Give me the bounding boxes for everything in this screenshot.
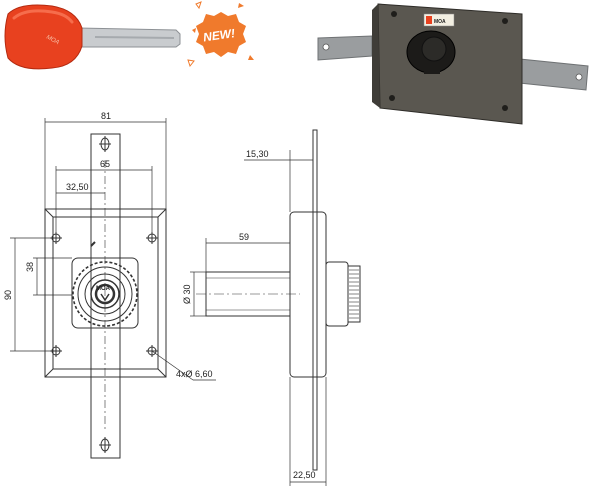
dim-label-32-50: 32,50: [66, 182, 89, 192]
holes-leader: [151, 350, 194, 381]
dim-label-81: 81: [101, 111, 111, 121]
new-badge: NEW!: [187, 1, 254, 68]
key-photo: MOA: [4, 4, 181, 70]
mounting-hole: [146, 232, 158, 244]
front-plate: [44, 208, 167, 378]
dim-label-59: 59: [239, 232, 249, 242]
lock-screw: [391, 11, 397, 17]
technical-drawing: [10, 118, 361, 486]
lock-screw: [502, 18, 508, 24]
key-head: [4, 4, 83, 70]
key-logo: MOA: [45, 34, 60, 46]
side-knob: [325, 261, 349, 327]
lock-screw: [502, 105, 508, 111]
new-badge-star: [196, 12, 246, 57]
side-strap: [312, 129, 318, 471]
lock-label-logo: MOA: [434, 19, 446, 25]
key-blade-groove: [94, 36, 175, 39]
side-body: [289, 211, 327, 378]
confetti-shape: [248, 55, 254, 60]
dim-label-holes: 4xØ 6,60: [176, 369, 213, 379]
dim-label-15-30: 15,30: [246, 149, 269, 159]
dim-label-65: 65: [100, 159, 110, 169]
side-knob-knurl: [349, 269, 359, 319]
lock-photo: MOA: [317, 3, 589, 125]
dim-label-38: 38: [25, 262, 35, 272]
confetti-shape: [187, 59, 195, 68]
dim-label-dia-30: Ø 30: [182, 284, 192, 304]
front-view: [10, 118, 216, 459]
confetti-shape: [192, 28, 196, 33]
dim-label-22-50: 22,50: [293, 470, 316, 480]
confetti-shape: [238, 3, 244, 8]
dimension-labels: 81 65 32,50 90 38 4xØ 6,60 MOA 15,30 59 …: [3, 111, 316, 480]
new-badge-label: NEW!: [202, 26, 236, 44]
confetti-shape: [195, 1, 202, 10]
side-view: [190, 129, 361, 486]
dim-label-90: 90: [3, 290, 13, 300]
lock-screw: [389, 95, 395, 101]
front-center-logo: MOA: [96, 286, 111, 292]
